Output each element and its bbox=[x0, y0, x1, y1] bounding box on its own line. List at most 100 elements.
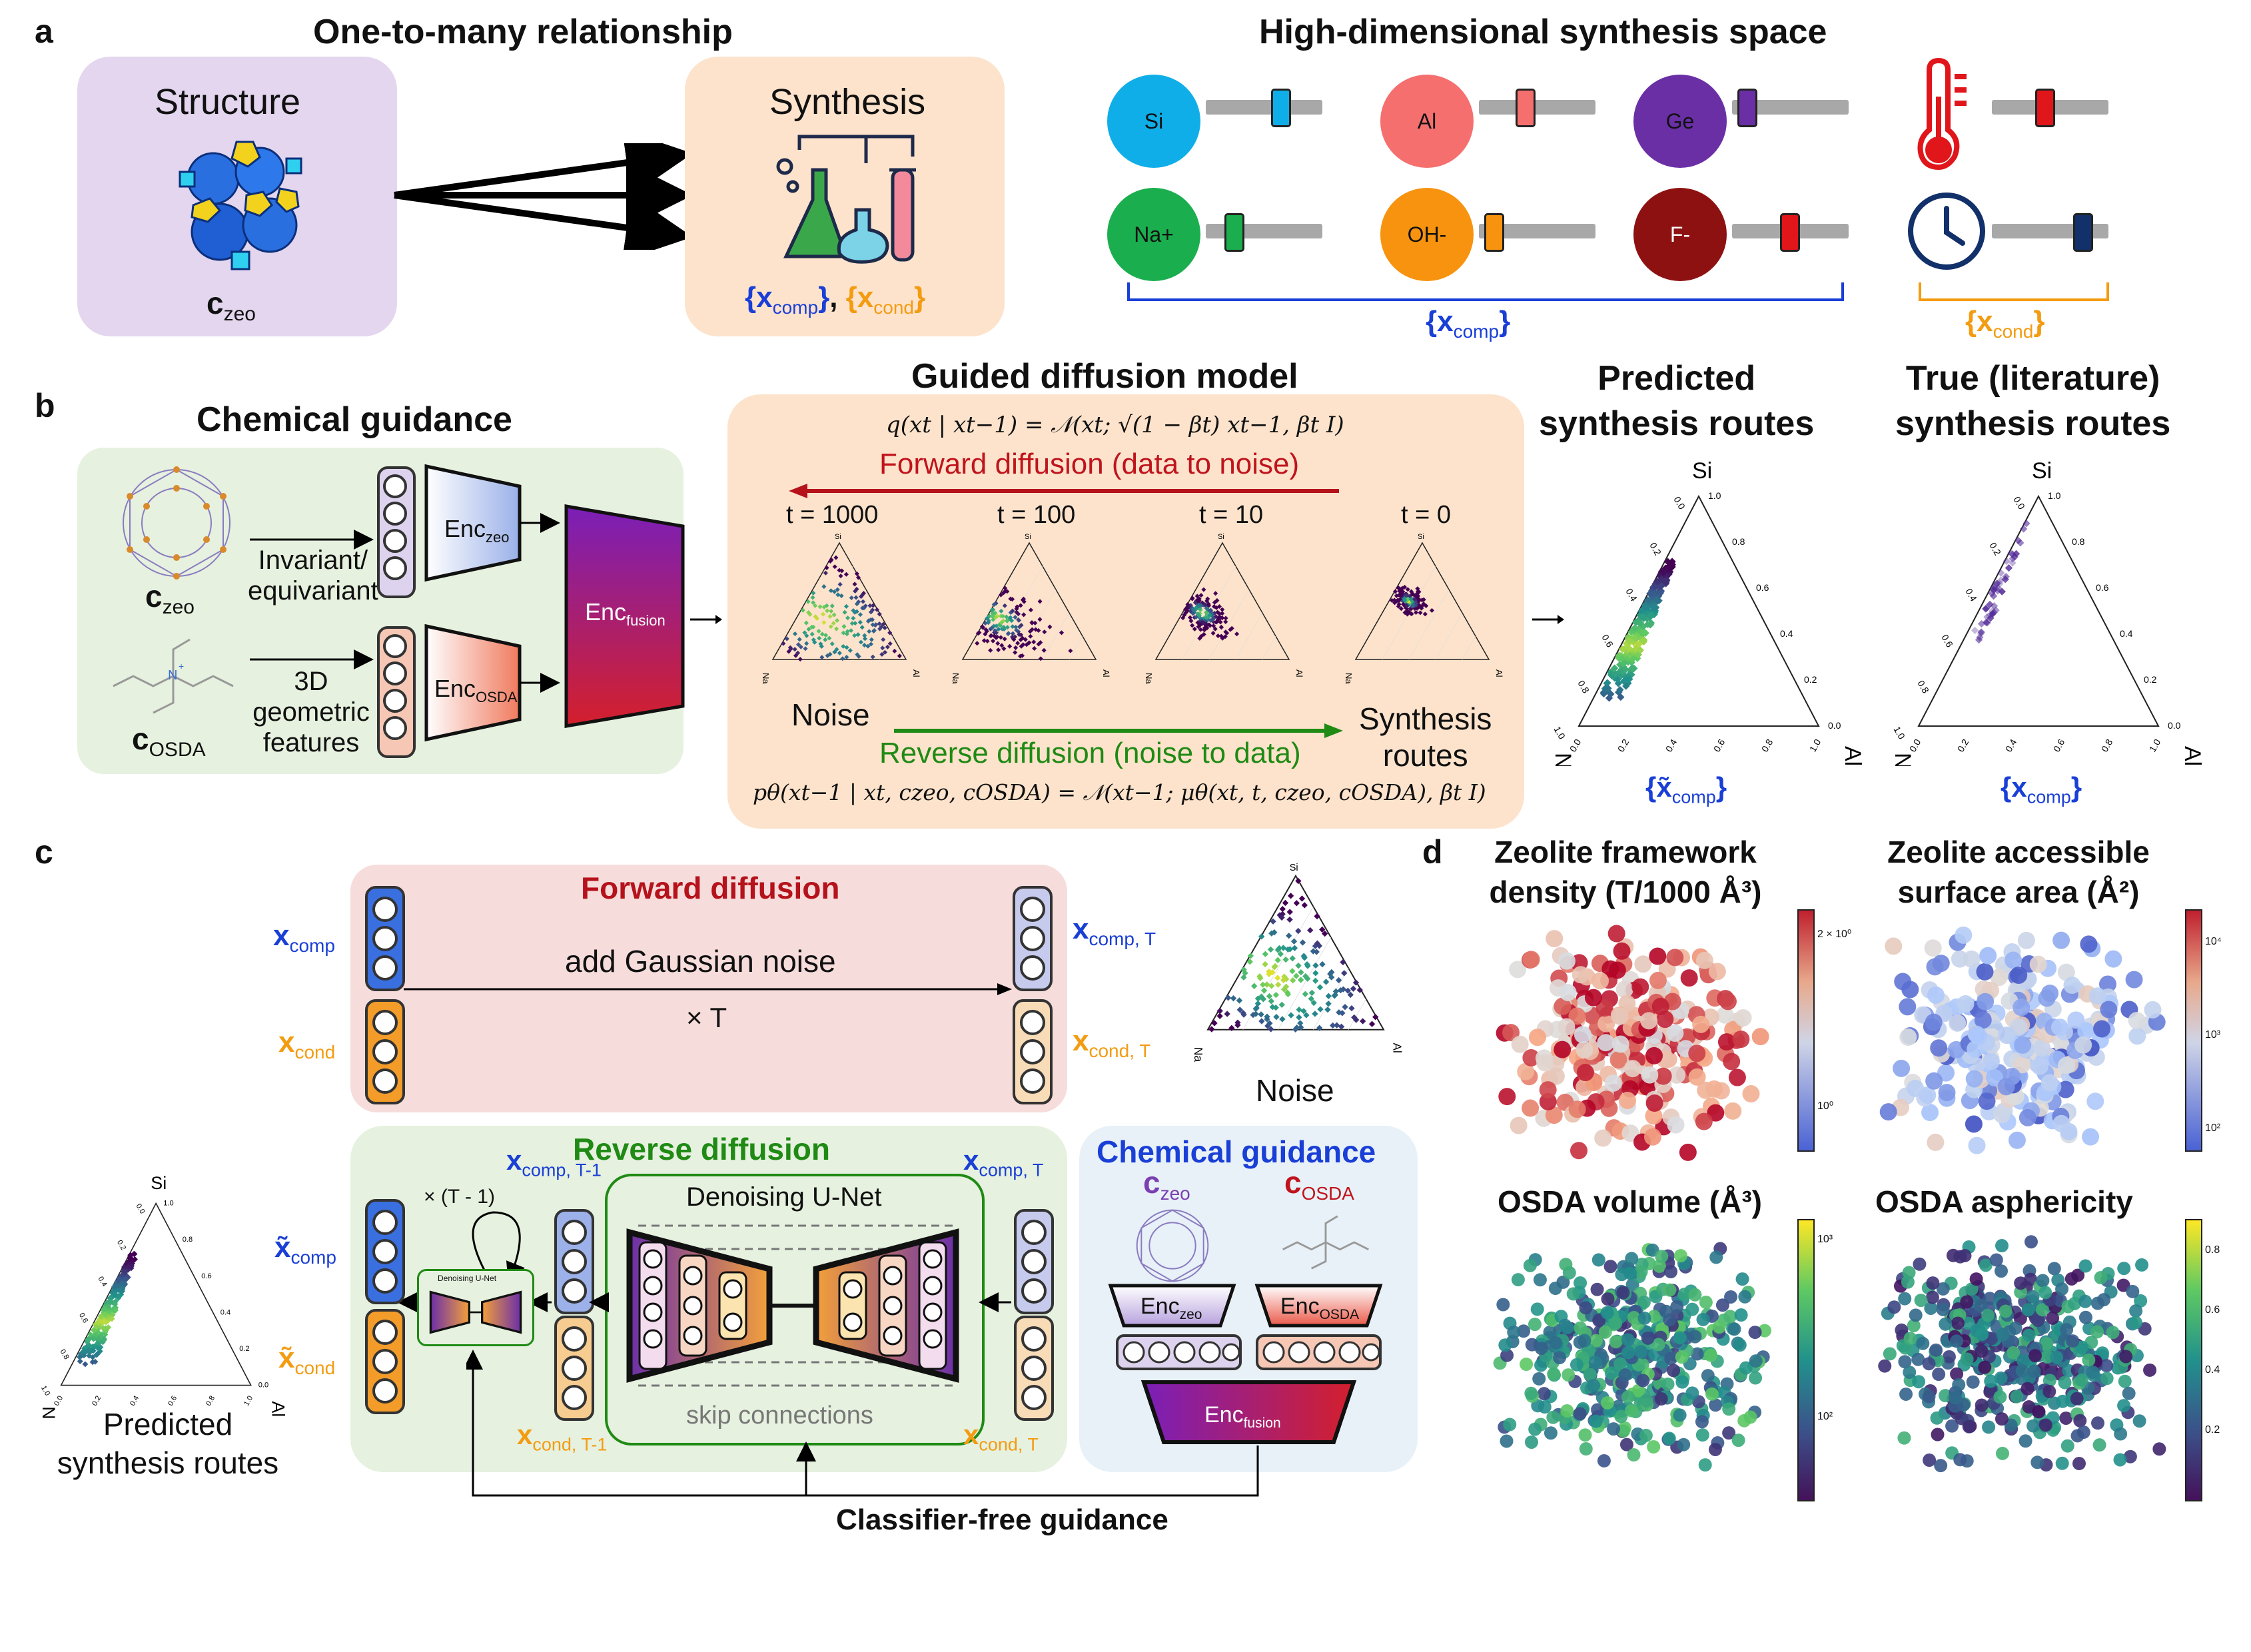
tsne-point bbox=[1742, 1085, 1760, 1103]
skip-connections-label: skip connections bbox=[686, 1402, 873, 1430]
ternary-point bbox=[1031, 639, 1037, 645]
tsne-point bbox=[1724, 1102, 1742, 1120]
ternary-left-tick: 0.2 bbox=[1987, 541, 2003, 558]
ternary-point bbox=[837, 582, 843, 587]
tsne-point bbox=[2014, 1036, 2032, 1054]
ternary-point bbox=[1272, 991, 1280, 999]
tsne-point bbox=[1688, 1044, 1706, 1062]
ternary-point bbox=[1635, 640, 1643, 648]
tsne-point bbox=[1716, 1006, 1734, 1024]
al-slider-track[interactable] bbox=[1479, 100, 1595, 115]
tsne-point bbox=[1611, 1035, 1629, 1053]
f-slider-thumb[interactable] bbox=[1780, 213, 1800, 252]
ternary-point bbox=[885, 644, 890, 649]
al-slider-thumb[interactable] bbox=[1516, 89, 1536, 127]
tsne-point bbox=[1926, 1276, 1940, 1290]
ternary-right-label: Al bbox=[911, 669, 921, 677]
tsne-point bbox=[2088, 987, 2106, 1005]
ternary-point bbox=[1414, 610, 1419, 615]
structure-label: Structure bbox=[155, 82, 301, 122]
colorbar-asphericity bbox=[2185, 1219, 2202, 1501]
tsne-point bbox=[1570, 1142, 1587, 1160]
vector-node bbox=[1020, 1068, 1045, 1094]
vector-node bbox=[1021, 1220, 1047, 1245]
ternary-point bbox=[1360, 1018, 1366, 1025]
ternary-point bbox=[1274, 957, 1281, 963]
tsne-point bbox=[1528, 1422, 1542, 1436]
tsne-point bbox=[1688, 1068, 1706, 1086]
ternary-point bbox=[108, 1299, 114, 1306]
ternary-point bbox=[1631, 618, 1640, 626]
ternary-left-tick: 0.4 bbox=[96, 1275, 108, 1288]
forward-diffusion-title-c: Forward diffusion bbox=[581, 871, 840, 905]
ternary-point bbox=[831, 621, 836, 626]
tsne-point bbox=[2016, 1354, 2030, 1368]
ternary-point bbox=[835, 592, 841, 598]
temperature-slider-thumb[interactable] bbox=[2035, 89, 2055, 127]
ge-slider-track[interactable] bbox=[1732, 100, 1849, 115]
tsne-point bbox=[1715, 1298, 1729, 1312]
tsne-point bbox=[1503, 1418, 1517, 1432]
oh-slider-track[interactable] bbox=[1479, 224, 1595, 238]
tsne-point bbox=[1661, 1377, 1675, 1391]
oh-slider-thumb[interactable] bbox=[1484, 213, 1504, 252]
ternary-point bbox=[858, 639, 863, 645]
tsne-point bbox=[1673, 1408, 1687, 1422]
tsne-point bbox=[2026, 1290, 2040, 1304]
tsne-point bbox=[1967, 1025, 1985, 1043]
mini-unet-shape bbox=[429, 1290, 522, 1334]
tsne-point bbox=[1625, 1252, 1639, 1266]
tsne-point bbox=[1546, 930, 1564, 948]
tsne-point bbox=[1909, 1308, 1923, 1322]
ternary-point bbox=[1059, 630, 1065, 635]
ternary-point bbox=[1260, 981, 1266, 988]
tsne-point bbox=[1604, 1074, 1622, 1092]
ternary-point bbox=[1298, 969, 1304, 976]
tsne-point bbox=[1609, 1051, 1627, 1069]
ternary-point bbox=[1042, 629, 1047, 635]
tsne-point bbox=[1609, 1316, 1623, 1330]
si-slider-track[interactable] bbox=[1206, 100, 1322, 115]
tsne-point bbox=[1989, 1253, 2003, 1267]
ternary-point bbox=[1338, 1023, 1345, 1030]
ternary-point bbox=[1286, 909, 1293, 915]
ternary-point bbox=[1625, 651, 1634, 659]
ternary-point bbox=[105, 1303, 111, 1310]
ternary-point bbox=[821, 620, 827, 625]
tsne-point bbox=[1522, 1099, 1540, 1117]
tsne-point bbox=[1963, 950, 1981, 968]
ternary-point bbox=[1325, 1001, 1332, 1007]
unet-diagram bbox=[626, 1224, 959, 1387]
na-slider-thumb[interactable] bbox=[1224, 213, 1244, 252]
tsne-point bbox=[2118, 1374, 2132, 1388]
tsne-point bbox=[1960, 1352, 1974, 1366]
tsne-point bbox=[1938, 1084, 1956, 1102]
ternary-point bbox=[95, 1340, 101, 1346]
svg-text:+: + bbox=[179, 661, 184, 671]
tsne-point bbox=[1953, 1453, 1967, 1467]
tsne-point bbox=[1587, 1378, 1601, 1392]
ternary-point bbox=[1342, 1004, 1348, 1011]
tsne-point bbox=[1709, 1250, 1723, 1264]
si-slider-thumb[interactable] bbox=[1271, 89, 1291, 127]
ternary-point bbox=[831, 612, 837, 618]
ternary-top-label: Si bbox=[1290, 863, 1298, 873]
ternary-point bbox=[1977, 628, 1985, 636]
na-slider-track[interactable] bbox=[1206, 224, 1322, 238]
vector-node bbox=[372, 1268, 398, 1294]
tsne-point bbox=[1668, 1066, 1686, 1084]
ge-slider-thumb[interactable] bbox=[1737, 89, 1757, 127]
colorbar-density bbox=[1797, 909, 1815, 1152]
tsne-point bbox=[1496, 1298, 1510, 1312]
ternary-point bbox=[841, 643, 846, 649]
tsne-point bbox=[1667, 1364, 1681, 1378]
true-routes-ternary: 0.00.00.00.20.20.20.40.40.40.60.60.60.80… bbox=[1892, 460, 2205, 766]
vector-node bbox=[383, 556, 407, 580]
ternary-point bbox=[848, 628, 854, 633]
vector-node bbox=[383, 661, 407, 685]
ternary-bottom-tick: 0.4 bbox=[2003, 737, 2019, 753]
tsne-point bbox=[1695, 951, 1713, 969]
time-slider-thumb[interactable] bbox=[2073, 213, 2093, 252]
tsne-point bbox=[1692, 1015, 1710, 1033]
